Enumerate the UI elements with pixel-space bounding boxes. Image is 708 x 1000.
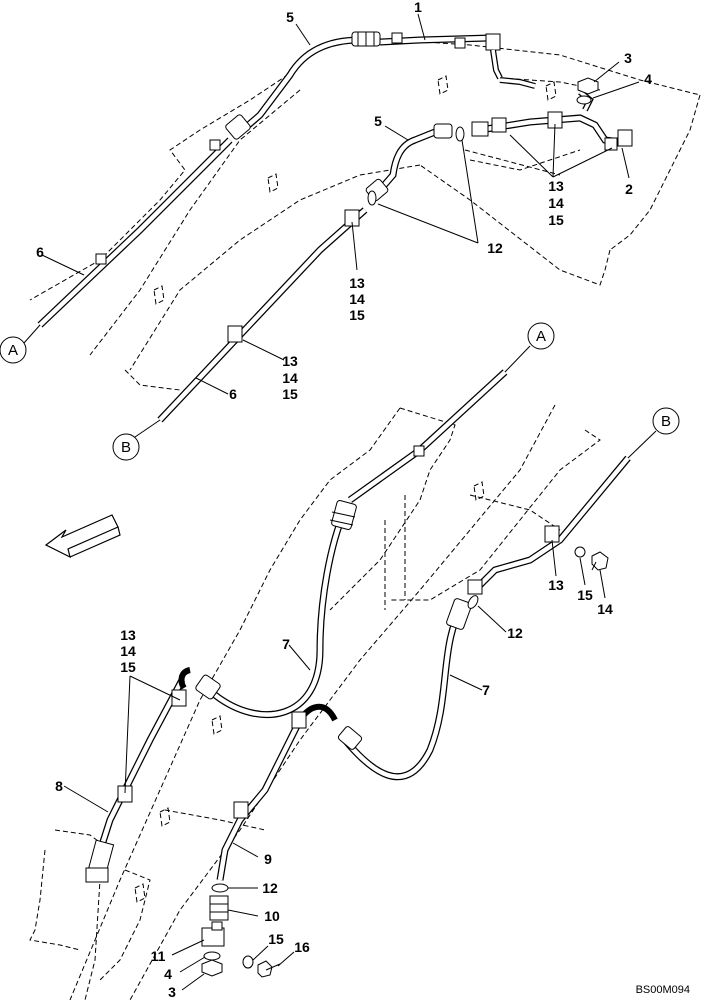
pipe-1 bbox=[379, 32, 536, 89]
label-15-right: 15 bbox=[577, 587, 593, 603]
pipe-2 bbox=[471, 89, 633, 151]
plug-3-oring-4-top bbox=[576, 77, 599, 105]
connector-a-bottom: A bbox=[504, 322, 555, 373]
label-5-top: 5 bbox=[286, 9, 294, 25]
hose-5-mid bbox=[365, 123, 453, 202]
label-4-top: 4 bbox=[644, 71, 652, 87]
part-labels: 1 5 3 4 5 2 13 14 15 12 6 13 14 15 13 14… bbox=[36, 0, 652, 1000]
svg-text:B: B bbox=[661, 413, 671, 430]
label-2: 2 bbox=[625, 181, 633, 197]
connector-a-top: A bbox=[0, 324, 41, 364]
label-11: 11 bbox=[151, 948, 166, 964]
label-15-bottom: 15 bbox=[268, 931, 284, 947]
label-14-g1: 14 bbox=[548, 195, 564, 211]
pipe-6-left bbox=[37, 137, 233, 328]
oring-12-right bbox=[467, 595, 479, 609]
label-10: 10 bbox=[264, 908, 280, 924]
label-14-g2: 14 bbox=[349, 291, 365, 307]
label-8: 8 bbox=[55, 778, 63, 794]
connector-b-bottom: B bbox=[627, 407, 680, 459]
label-3-top: 3 bbox=[624, 50, 632, 66]
label-12-right: 12 bbox=[507, 625, 523, 641]
pipe-6-mid bbox=[157, 207, 368, 423]
label-15-g4: 15 bbox=[120, 659, 136, 675]
pipe-b-lower bbox=[467, 455, 631, 595]
forward-direction-arrow-icon bbox=[44, 514, 121, 559]
label-12-top: 12 bbox=[487, 240, 503, 256]
label-13-g4: 13 bbox=[120, 627, 136, 643]
bracket-markers bbox=[134, 75, 557, 903]
connector-b-top: B bbox=[112, 419, 161, 461]
hose-5-top bbox=[225, 31, 381, 140]
structure-outline bbox=[29, 39, 701, 1000]
label-15-g1: 15 bbox=[548, 212, 564, 228]
label-13-right: 13 bbox=[548, 577, 564, 593]
label-14-g4: 14 bbox=[120, 643, 136, 659]
label-9: 9 bbox=[264, 851, 272, 867]
oring-12-top bbox=[367, 126, 465, 206]
bolt-15-14-right bbox=[574, 546, 609, 571]
label-15-g2: 15 bbox=[349, 307, 365, 323]
leader-lines bbox=[41, 13, 640, 991]
label-13-g2: 13 bbox=[349, 275, 365, 291]
drawing-code: BS00M094 bbox=[636, 984, 690, 996]
label-1: 1 bbox=[414, 0, 422, 15]
label-14-g3: 14 bbox=[282, 370, 298, 386]
label-13-g1: 13 bbox=[548, 178, 564, 194]
label-3-bottom: 3 bbox=[168, 984, 176, 1000]
label-5-mid: 5 bbox=[374, 113, 382, 129]
label-16: 16 bbox=[294, 939, 310, 955]
label-7-right: 7 bbox=[482, 682, 490, 698]
label-15-g3: 15 bbox=[282, 386, 298, 402]
hose-7-right bbox=[337, 598, 472, 781]
fittings-bottom bbox=[201, 883, 281, 978]
label-12-bottom: 12 bbox=[262, 880, 278, 896]
svg-text:B: B bbox=[121, 439, 131, 456]
label-6-left: 6 bbox=[36, 244, 44, 260]
svg-text:A: A bbox=[536, 328, 546, 345]
pipe-9 bbox=[216, 703, 338, 881]
label-7-left: 7 bbox=[282, 636, 290, 652]
label-13-g3: 13 bbox=[282, 353, 298, 369]
label-14-right: 14 bbox=[597, 601, 613, 617]
hose-7-left bbox=[195, 500, 357, 719]
label-4-bottom: 4 bbox=[164, 966, 172, 982]
svg-text:A: A bbox=[8, 342, 18, 359]
pipe-a-lower bbox=[347, 369, 508, 503]
label-6-mid: 6 bbox=[229, 386, 237, 402]
pipe-8 bbox=[85, 667, 191, 883]
